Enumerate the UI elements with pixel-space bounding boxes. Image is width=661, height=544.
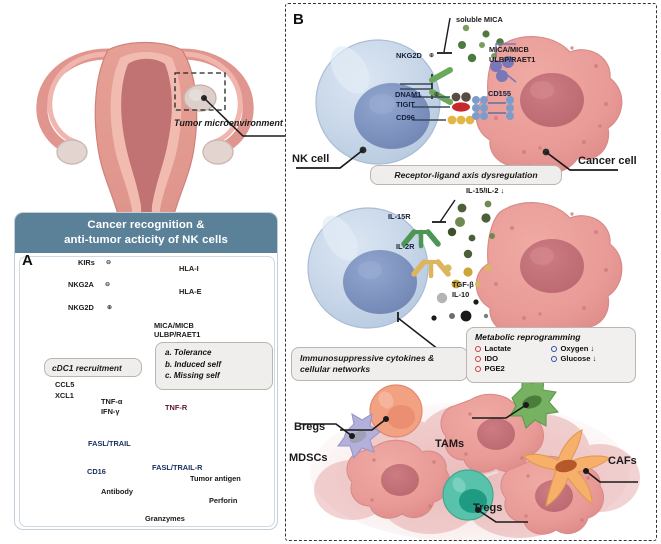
cafs-cell: [523, 429, 612, 508]
label-nk-cell: NK cell: [292, 153, 330, 165]
smica-leader: [443, 17, 451, 53]
label-tigit: TIGIT: [396, 100, 415, 109]
label-ccl5: CCL5: [55, 380, 75, 389]
dnam1-receptor: [412, 92, 471, 102]
label-il10: IL-10: [452, 290, 470, 299]
tumor-leader-line: [203, 97, 285, 137]
label-fasl-trail: FASL/TRAIL: [88, 439, 131, 448]
activating-glyph-nkg2d-panelB: ⊕: [429, 53, 435, 59]
label-cd96: CD96: [396, 113, 415, 122]
self-item-a: a. Tolerance: [165, 348, 212, 357]
label-tnf-alpha: TNF-α: [101, 397, 123, 406]
label-nkg2d-panelA: NKG2D: [68, 303, 94, 312]
label-tgf-beta: TGF-β: [452, 280, 474, 289]
il15r-receptor: [401, 229, 441, 249]
label-granzymes: Granzymes: [145, 514, 185, 523]
tme-cluster: [300, 374, 640, 542]
il15-dots: [447, 200, 495, 259]
ido-ring-icon: [475, 355, 481, 362]
inhibitory-glyph-kirs: ⊖: [106, 260, 112, 266]
metabolic-item-pge2: PGE2: [475, 364, 551, 373]
glucose-ring-icon: [551, 355, 557, 362]
panelA-header-line2: anti-tumor acticity of NK cells: [64, 234, 228, 246]
il2-dots: [444, 264, 492, 289]
tumor-microenvironment-label: Tumor microenvironment: [174, 118, 283, 128]
label-ulbp-raet1-panelB: ULBP/RAET1: [489, 55, 536, 64]
label-tregs: Tregs: [473, 502, 503, 514]
oxygen-ring-icon: [551, 345, 557, 352]
lactate-ring-icon: [475, 345, 481, 352]
panelB-scene1: [296, 17, 623, 174]
immunosuppressive-line2: cellular networks: [300, 364, 371, 375]
panelA-letter: A: [22, 252, 33, 269]
metabolic-item-oxygen: Oxygen ↓: [551, 344, 627, 353]
cd96-receptor: [412, 115, 475, 125]
label-antibody: Antibody: [101, 487, 134, 496]
cdc1-recruitment-callout: cDC1 recruitment: [44, 358, 142, 377]
label-hla-e: HLA-E: [179, 287, 202, 296]
label-mdscs: MDSCs: [289, 452, 328, 464]
label-cancer-cell: Cancer cell: [578, 155, 637, 167]
il2r-receptor: [411, 259, 451, 279]
tumor-zoom-box: [174, 72, 226, 111]
immunosuppressive-line1: Immunosuppressive cytokines &: [300, 353, 435, 363]
panelB-frame: [285, 3, 657, 541]
label-fasl-trail-r: FASL/TRAIL-R: [152, 463, 203, 472]
label-perforin: Perforin: [209, 496, 238, 505]
label-dnam1: DNAM1: [395, 90, 422, 99]
label-cd16: CD16: [87, 467, 106, 476]
immunosuppressive-callout: Immunosuppressive cytokines & cellular n…: [291, 347, 468, 381]
label-nkg2a: NKG2A: [68, 280, 94, 289]
label-il15r: IL-15R: [388, 212, 411, 221]
metabolic-reprogramming-box: Metabolic reprogramming Lactate Oxygen ↓…: [466, 327, 636, 383]
label-xcl1: XCL1: [55, 391, 74, 400]
label-hla-i: HLA-I: [179, 264, 199, 273]
label-tumor-antigen: Tumor antigen: [190, 474, 241, 483]
panelA-header-line1: Cancer recognition &: [87, 219, 205, 232]
panelB-letter: B: [293, 11, 304, 28]
metabolic-title: Metabolic reprogramming: [475, 332, 581, 342]
label-tams: TAMs: [435, 438, 465, 450]
cd155-ligand: [472, 96, 514, 120]
label-kirs: KIRs: [78, 258, 95, 267]
panelA-card: Cancer recognition & anti-tumor acticity…: [14, 212, 278, 530]
panelB-scene2: [307, 199, 623, 361]
self-item-b: b. Induced self: [165, 359, 222, 369]
label-cafs: CAFs: [608, 455, 637, 467]
label-cd155: CD155: [488, 89, 512, 98]
metabolic-item-lactate: Lactate: [475, 344, 551, 353]
tgfb-il10-dots: [431, 292, 489, 322]
self-recognition-box: a. Tolerance b. Induced self c. Missing …: [155, 342, 273, 390]
label-mica-micb-panelB: MICA/MICB: [489, 45, 529, 54]
pge2-ring-icon: [475, 365, 481, 372]
label-ulbp-raet1-panelA: ULBP/RAET1: [154, 330, 201, 339]
activating-glyph-nkg2d: ⊕: [107, 305, 113, 311]
label-il15-il2: IL-15/IL-2 ↓: [466, 186, 505, 195]
activating-glyph-dnam1: ⊕: [434, 92, 440, 98]
metabolic-item-glucose: Glucose ↓: [551, 354, 627, 363]
label-nkg2d-panelB: NKG2D: [396, 51, 422, 60]
label-il2r: IL-2R: [396, 242, 415, 251]
label-mica-micb-panelA: MICA/MICB: [154, 321, 194, 330]
label-tnf-r: TNF-R: [165, 403, 188, 412]
receptor-ligand-callout: Receptor-ligand axis dysregulation: [370, 165, 562, 185]
mica-micb-cluster: [490, 43, 517, 83]
panelA-header: Cancer recognition & anti-tumor acticity…: [15, 213, 277, 253]
inhibitory-glyph-nkg2a: ⊖: [105, 282, 111, 288]
label-soluble-mica: soluble MICA: [456, 15, 503, 24]
self-item-c: c. Missing self: [165, 371, 220, 381]
label-bregs: Bregs: [294, 421, 326, 433]
tigit-receptor: [412, 102, 470, 112]
label-ifn-gamma: IFN-γ: [101, 407, 120, 416]
panelA-inner-frame: [19, 256, 275, 527]
metabolic-item-ido: IDO: [475, 354, 551, 363]
